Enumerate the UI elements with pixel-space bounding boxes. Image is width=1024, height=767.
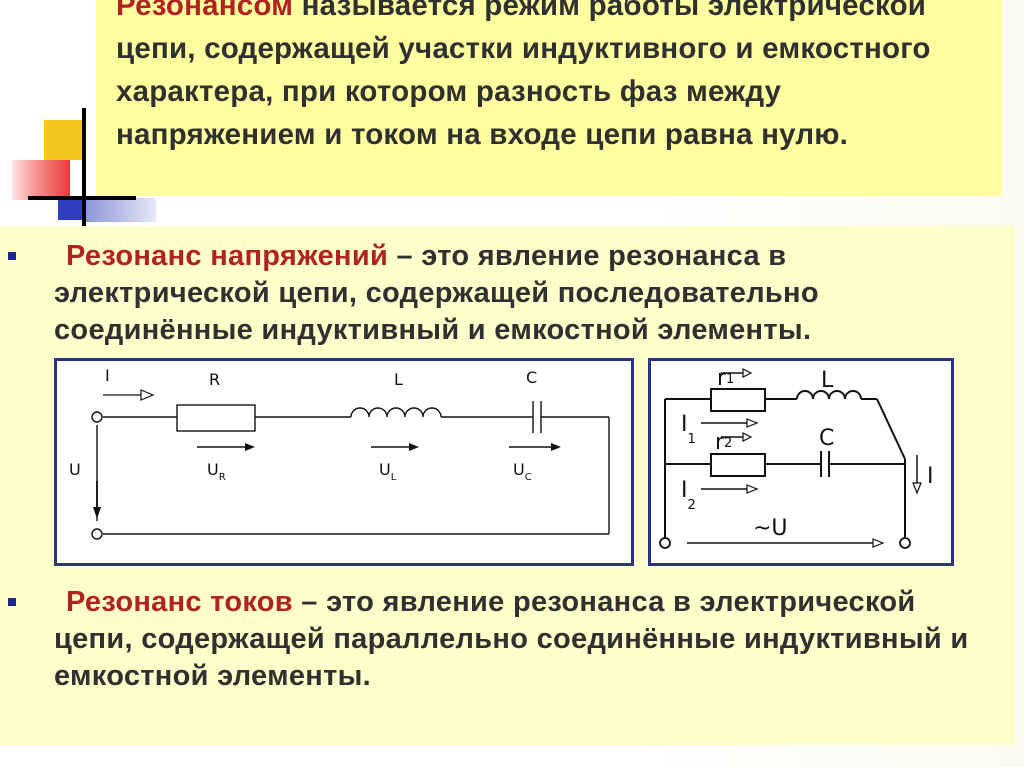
bullet-definition: это явление резонанса в электрической це… xyxy=(54,240,819,346)
bullet-dash: – xyxy=(388,240,422,272)
label-r1: r1 xyxy=(717,366,734,391)
label-inductor: L xyxy=(394,370,403,389)
label-i2: I2 xyxy=(681,478,696,513)
label-r2: r2 xyxy=(715,430,732,455)
label-current: I xyxy=(105,366,110,385)
bullet-voltage-resonance: Резонанс напряжений – это явление резона… xyxy=(8,238,998,349)
inductor-symbol xyxy=(796,390,862,400)
input-terminal-bottom xyxy=(91,528,103,540)
resistor-r2-symbol xyxy=(710,453,766,477)
bullet-square-icon xyxy=(8,598,16,606)
bullet-definition: это явление резонанса в электрической це… xyxy=(54,586,969,692)
bullet-text: Резонанс токов – это явление резонанса в… xyxy=(54,584,998,695)
resistor-symbol xyxy=(176,404,256,432)
decorative-red-square xyxy=(12,160,70,200)
parallel-circuit-diagram: r1 L r2 C I1 I2 I ~U xyxy=(648,358,954,566)
label-total-current: I xyxy=(927,464,934,489)
bullet-term: Резонанс токов xyxy=(66,586,293,618)
decorative-yellow-square xyxy=(44,120,82,160)
label-capacitor: C xyxy=(819,426,834,451)
slide-title: Резонансом называется режим работы элект… xyxy=(116,0,982,156)
bullet-term: Резонанс напряжений xyxy=(66,240,389,272)
bullet-dash: – xyxy=(292,586,327,618)
decorative-vertical-line xyxy=(82,108,86,228)
i1-arrow-icon xyxy=(746,418,759,428)
content-area: Резонанс напряжений – это явление резона… xyxy=(0,226,1015,745)
label-capacitor: C xyxy=(526,368,537,387)
input-terminal-top xyxy=(91,411,103,423)
decorative-blue-fade xyxy=(86,198,156,222)
terminal-right xyxy=(899,537,911,549)
label-voltage: U xyxy=(69,460,81,479)
current-arrow-icon xyxy=(140,389,155,401)
title-term: Резонансом xyxy=(116,0,294,22)
decorative-horizontal-line xyxy=(28,196,136,200)
r1-arrow-icon xyxy=(742,368,753,378)
voltage-arrow-icon xyxy=(872,538,885,548)
label-resistor: R xyxy=(209,370,220,389)
title-definition: называется режим работы электрической це… xyxy=(116,0,931,151)
r2-arrow-icon xyxy=(742,432,753,442)
ul-arrow-icon xyxy=(409,443,419,451)
label-i1: I1 xyxy=(681,412,696,447)
label-voltage: ~U xyxy=(753,516,788,541)
bullet-text: Резонанс напряжений – это явление резона… xyxy=(54,238,998,349)
label-uc: UC xyxy=(513,460,532,483)
bullet-square-icon xyxy=(8,252,16,260)
title-box: Резонансом называется режим работы элект… xyxy=(96,0,1002,196)
ur-arrow-icon xyxy=(245,443,255,451)
i2-arrow-icon xyxy=(746,484,759,494)
label-inductor: L xyxy=(821,368,834,393)
terminal-left xyxy=(659,537,671,549)
resistor-r1-symbol xyxy=(710,388,766,412)
bullet-current-resonance: Резонанс токов – это явление резонанса в… xyxy=(8,584,998,695)
total-current-arrow-icon xyxy=(912,482,922,495)
series-circuit-diagram: I U R L C UR UL UC xyxy=(54,358,634,566)
voltage-arrow-icon xyxy=(93,507,101,519)
inductor-symbol xyxy=(350,407,442,418)
uc-arrow-icon xyxy=(551,443,561,451)
label-ur: UR xyxy=(207,460,226,483)
label-ul: UL xyxy=(379,460,397,483)
